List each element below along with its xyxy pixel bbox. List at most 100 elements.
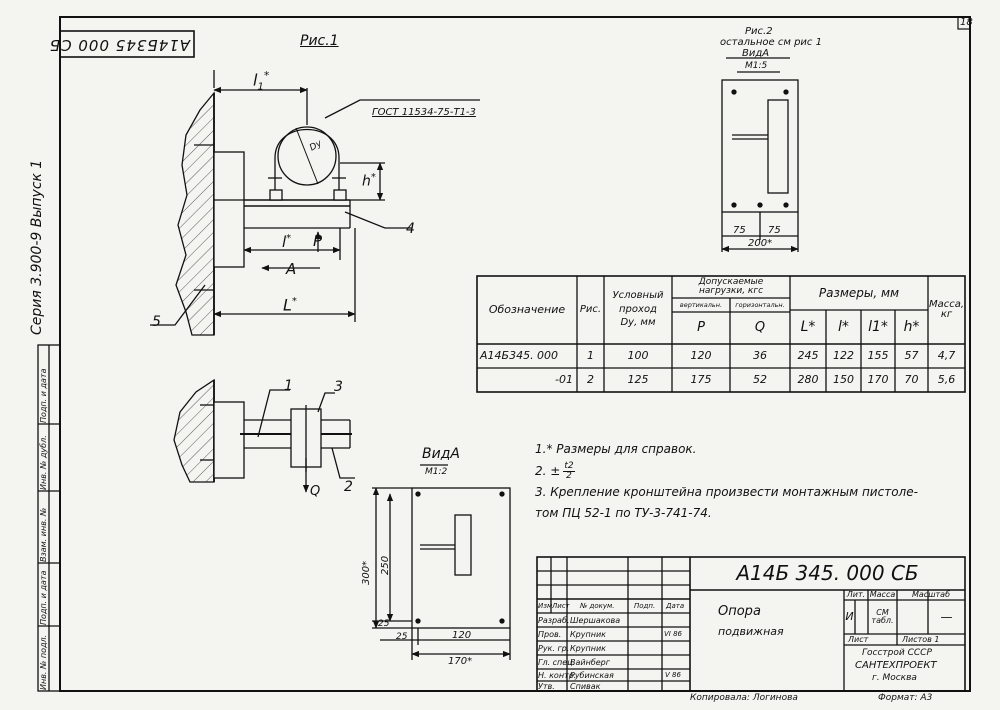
scale-value: — — [940, 609, 953, 624]
th-l: l* — [838, 318, 849, 335]
fig1-drawing — [150, 70, 480, 336]
col-date: Дата — [666, 602, 685, 610]
org-1: Госстрой СССР — [862, 648, 932, 658]
td-r1-p: 175 — [690, 373, 712, 387]
date-nkontr: V 86 — [665, 671, 681, 679]
series-label: Серия 3.900-9 Выпуск 1 — [29, 159, 45, 335]
sheet-label: Лист — [848, 635, 869, 644]
td-r0-dy: 100 — [627, 349, 649, 363]
role-2: Рук. гр. — [538, 644, 570, 653]
th-fig: Рис. — [579, 303, 602, 315]
fig1-title: Рис.1 — [300, 33, 339, 49]
role-5: Утв. — [538, 682, 555, 691]
lit-header: Лит. — [846, 589, 866, 599]
td-r1-q: 52 — [753, 373, 767, 387]
left-strip-4: Подп. и дата — [39, 570, 48, 626]
fig1-h: h* — [362, 172, 376, 190]
th-mass: Масса,кг — [928, 298, 965, 320]
note-3: 3. Крепление кронштейна произвести монта… — [535, 485, 918, 499]
fig2-note: остальное см рис 1 — [720, 37, 822, 48]
role-3: Гл. спец. — [538, 658, 576, 667]
note-4: том ПЦ 52-1 по ТУ-3-741-74. — [535, 506, 712, 520]
fig1-gost: ГОСТ 11534-75-Т1-3 — [372, 107, 476, 118]
fig1-l1-label: l1* — [253, 69, 270, 93]
org-2: САНТЕХПРОЕКТ — [855, 660, 937, 671]
td-r0-L: 245 — [797, 349, 819, 363]
left-strip-3: Взам. инв. № — [39, 507, 48, 562]
th-vertical: вертикальн. — [679, 300, 723, 309]
view-a-title: ВидА — [422, 446, 460, 462]
lit-value: И — [845, 610, 854, 624]
th-P: P — [697, 320, 705, 336]
name-3: Вайнберг — [570, 658, 610, 667]
stamp-box — [59, 30, 195, 58]
th-Q: Q — [754, 320, 766, 336]
td-r0-designation: А14Б345. 000 — [480, 349, 559, 363]
td-r0-h: 57 — [904, 349, 919, 363]
bottom-fig-drawing — [173, 378, 355, 493]
left-strip-5: Инв. № подл. — [39, 634, 48, 690]
copied-by: Копировала: Логинова — [690, 693, 798, 703]
td-r1-l1: 170 — [867, 373, 889, 387]
fig2-title: Рис.2 — [745, 26, 773, 37]
bottom-pos3: 3 — [334, 379, 343, 395]
td-r1-L: 280 — [797, 373, 819, 387]
view-a-dim-total: 170* — [448, 656, 473, 667]
scale-header: Масштаб — [911, 589, 951, 599]
name-1: Крупник — [570, 630, 606, 639]
role-4: Н. контр. — [538, 671, 577, 680]
name-0: Шершакова — [570, 616, 621, 625]
fig2-dim-a: 75 — [733, 225, 746, 236]
fig1-pos5: 5 — [152, 314, 161, 330]
fig1-A: A — [286, 260, 297, 278]
fig1-l: l* — [282, 233, 292, 251]
spec-table-lines — [476, 275, 966, 393]
view-a-dim-inner: 250 — [380, 555, 391, 575]
td-r0-p: 120 — [690, 349, 712, 363]
role-1: Пров. — [538, 630, 562, 639]
view-a-dim-bottom: 25 — [378, 619, 390, 629]
th-h: h* — [903, 318, 920, 335]
col-doc: № докум. — [580, 602, 615, 610]
bottom-pos1: 1 — [284, 378, 293, 394]
th-horizontal: горизонтальн. — [735, 300, 785, 309]
title-block-name-2: подвижная — [718, 625, 784, 638]
date-prov: VI 86 — [664, 630, 682, 638]
note-1: 1.* Размеры для справок. — [535, 442, 697, 456]
col-list: Лист — [552, 602, 570, 610]
name-2: Крупник — [570, 644, 606, 653]
fig2-drawing — [721, 57, 799, 253]
bottom-pos2: 2 — [344, 479, 353, 495]
td-r0-fig: 1 — [587, 349, 594, 363]
th-designation: Обозначение — [488, 303, 566, 317]
title-block-lines — [536, 556, 966, 692]
org-3: г. Москва — [872, 673, 917, 683]
view-a-scale: М1:2 — [425, 467, 448, 477]
td-r1-dy: 125 — [627, 373, 649, 387]
td-r1-fig: 2 — [587, 373, 594, 387]
fig1-P: P — [313, 232, 323, 250]
mass-value: СМ табл. — [871, 607, 894, 625]
view-a-drawing — [372, 464, 511, 660]
th-L: L* — [800, 318, 816, 335]
th-l1: l1* — [868, 318, 888, 335]
col-izm: Изм — [538, 602, 553, 610]
td-r0-mass: 4,7 — [937, 349, 956, 363]
sheet-number-box — [957, 16, 971, 30]
name-4: Рубинская — [570, 671, 614, 680]
view-a-dim-height: 300* — [361, 560, 372, 585]
fig2-scale: М1:5 — [745, 61, 768, 71]
title-block-name-1: Опора — [718, 604, 761, 619]
td-r0-l1: 155 — [867, 349, 889, 363]
fig1-L: L* — [283, 295, 297, 315]
fig2-dim-b: 75 — [768, 225, 781, 236]
format-label: Формат: А3 — [878, 693, 933, 703]
bottom-Q: Q — [310, 484, 321, 499]
td-r1-designation: -01 — [555, 373, 573, 387]
col-sign: Подп. — [634, 602, 656, 610]
